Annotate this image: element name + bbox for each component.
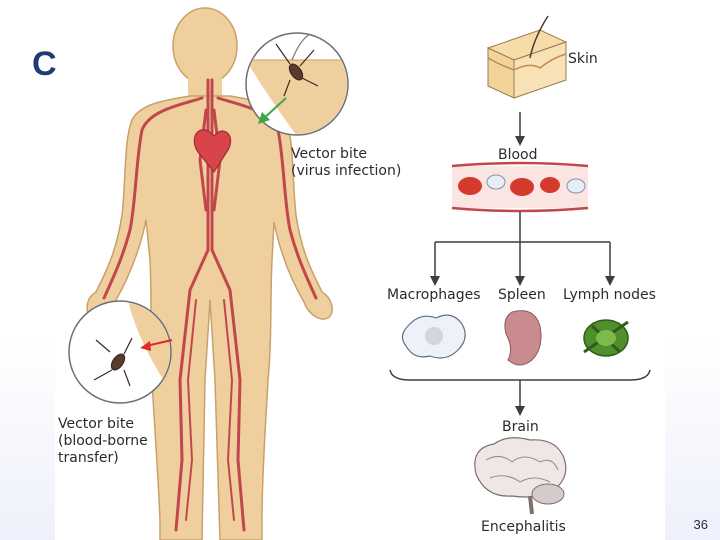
flow-arrowhead xyxy=(430,276,440,286)
bracket xyxy=(389,369,651,381)
skin-icon xyxy=(486,15,568,99)
vector-bite-transfer-label: Vector bite (blood-borne transfer) xyxy=(58,416,148,466)
mosquito-icon xyxy=(93,337,133,387)
transfer-inset xyxy=(68,300,172,404)
infection-inset xyxy=(245,32,349,136)
blood-icon xyxy=(451,161,589,213)
lymph-node-icon xyxy=(583,319,629,357)
vector-bite-infection-label: Vector bite (virus infection) xyxy=(291,146,402,179)
blood-vessels xyxy=(102,78,318,532)
macrophages-label: Macrophages xyxy=(387,287,481,303)
torso xyxy=(86,95,333,540)
blood-label: Blood xyxy=(498,147,538,163)
brain-label: Brain xyxy=(502,419,539,435)
flow-arrowhead xyxy=(605,276,615,286)
branch-arrows xyxy=(434,212,611,278)
skin-label: Skin xyxy=(568,51,598,67)
mosquito-icon xyxy=(275,33,319,97)
flow-arrowhead xyxy=(515,276,525,286)
infection-arrowhead xyxy=(258,112,270,124)
head xyxy=(172,7,238,85)
spleen-icon xyxy=(504,310,542,366)
human-body-figure xyxy=(86,7,333,540)
brain-icon xyxy=(474,437,567,515)
flow-arrowhead xyxy=(515,406,525,416)
encephalitis-label: Encephalitis xyxy=(481,519,566,535)
lymph-nodes-label: Lymph nodes xyxy=(563,287,656,303)
page-number: 36 xyxy=(693,517,708,532)
transfer-arrowhead xyxy=(140,341,151,351)
flow-arrowhead xyxy=(515,136,525,146)
spleen-label: Spleen xyxy=(498,287,546,303)
heart xyxy=(193,129,232,174)
macrophage-icon xyxy=(401,314,466,359)
panel-letter: C xyxy=(32,44,58,84)
